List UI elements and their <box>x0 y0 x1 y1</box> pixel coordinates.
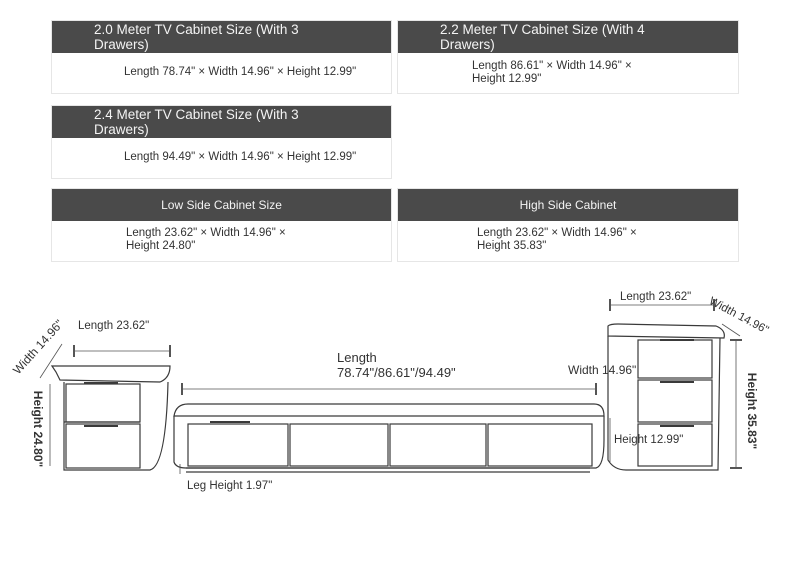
tv-cabinet-top <box>173 403 605 417</box>
size-box-high-side: High Side Cabinet Length 23.62" × Width … <box>397 188 739 262</box>
size-box-title: 2.4 Meter TV Cabinet Size (With 3 Drawer… <box>52 106 391 138</box>
tv-length-label: Length 78.74"/86.61"/94.49" <box>337 350 456 380</box>
leg-height-label: Leg Height 1.97" <box>187 480 273 492</box>
high-height-label: Height 35.83" <box>745 372 760 450</box>
low-cabinet-top <box>50 365 171 383</box>
size-box-2-4m: 2.4 Meter TV Cabinet Size (With 3 Drawer… <box>51 105 392 179</box>
size-box-2m: 2.0 Meter TV Cabinet Size (With 3 Drawer… <box>51 20 392 94</box>
size-box-title: High Side Cabinet <box>398 189 738 221</box>
low-height-label: Height 24.80" <box>31 390 46 468</box>
low-length-label: Length 23.62" <box>78 320 150 332</box>
size-box-title: 2.2 Meter TV Cabinet Size (With 4 Drawer… <box>398 21 738 53</box>
high-cabinet-top <box>607 323 725 339</box>
high-cabinet-body <box>607 336 721 471</box>
size-box-low-side: Low Side Cabinet Size Length 23.62" × Wi… <box>51 188 392 262</box>
high-length-label: Length 23.62" <box>620 291 692 303</box>
tv-height-label: Height 12.99" <box>614 434 684 446</box>
low-cabinet-body <box>63 381 169 471</box>
size-box-title: Low Side Cabinet Size <box>52 189 391 221</box>
size-box-title: 2.0 Meter TV Cabinet Size (With 3 Drawer… <box>52 21 391 53</box>
tv-width-label: Width 14.96" <box>568 363 637 377</box>
size-box-2-2m: 2.2 Meter TV Cabinet Size (With 4 Drawer… <box>397 20 739 94</box>
